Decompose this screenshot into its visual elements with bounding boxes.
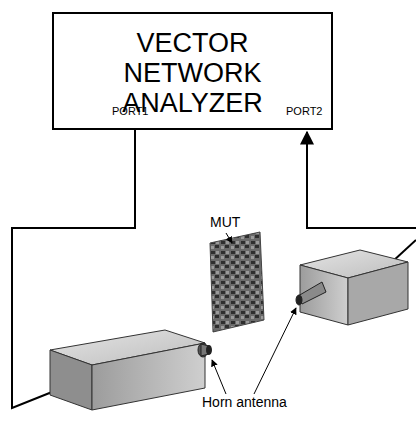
instrument-box: VECTOR NETWORK ANALYZERPORT1 PORT2 <box>52 12 333 130</box>
antenna-housing <box>50 330 205 410</box>
port-arrow <box>306 132 308 140</box>
material-sample <box>210 232 264 332</box>
antenna-label: Horn antenna <box>200 394 289 410</box>
port-label: PORT2 <box>286 105 322 118</box>
port-label: PORT1 <box>112 105 148 118</box>
instrument-name: VECTOR NETWORK ANALYZER <box>84 28 301 118</box>
sample-label: MUT <box>208 214 242 230</box>
leader-line <box>212 233 296 394</box>
horn-antenna <box>296 282 326 305</box>
horn-antenna <box>198 343 212 357</box>
